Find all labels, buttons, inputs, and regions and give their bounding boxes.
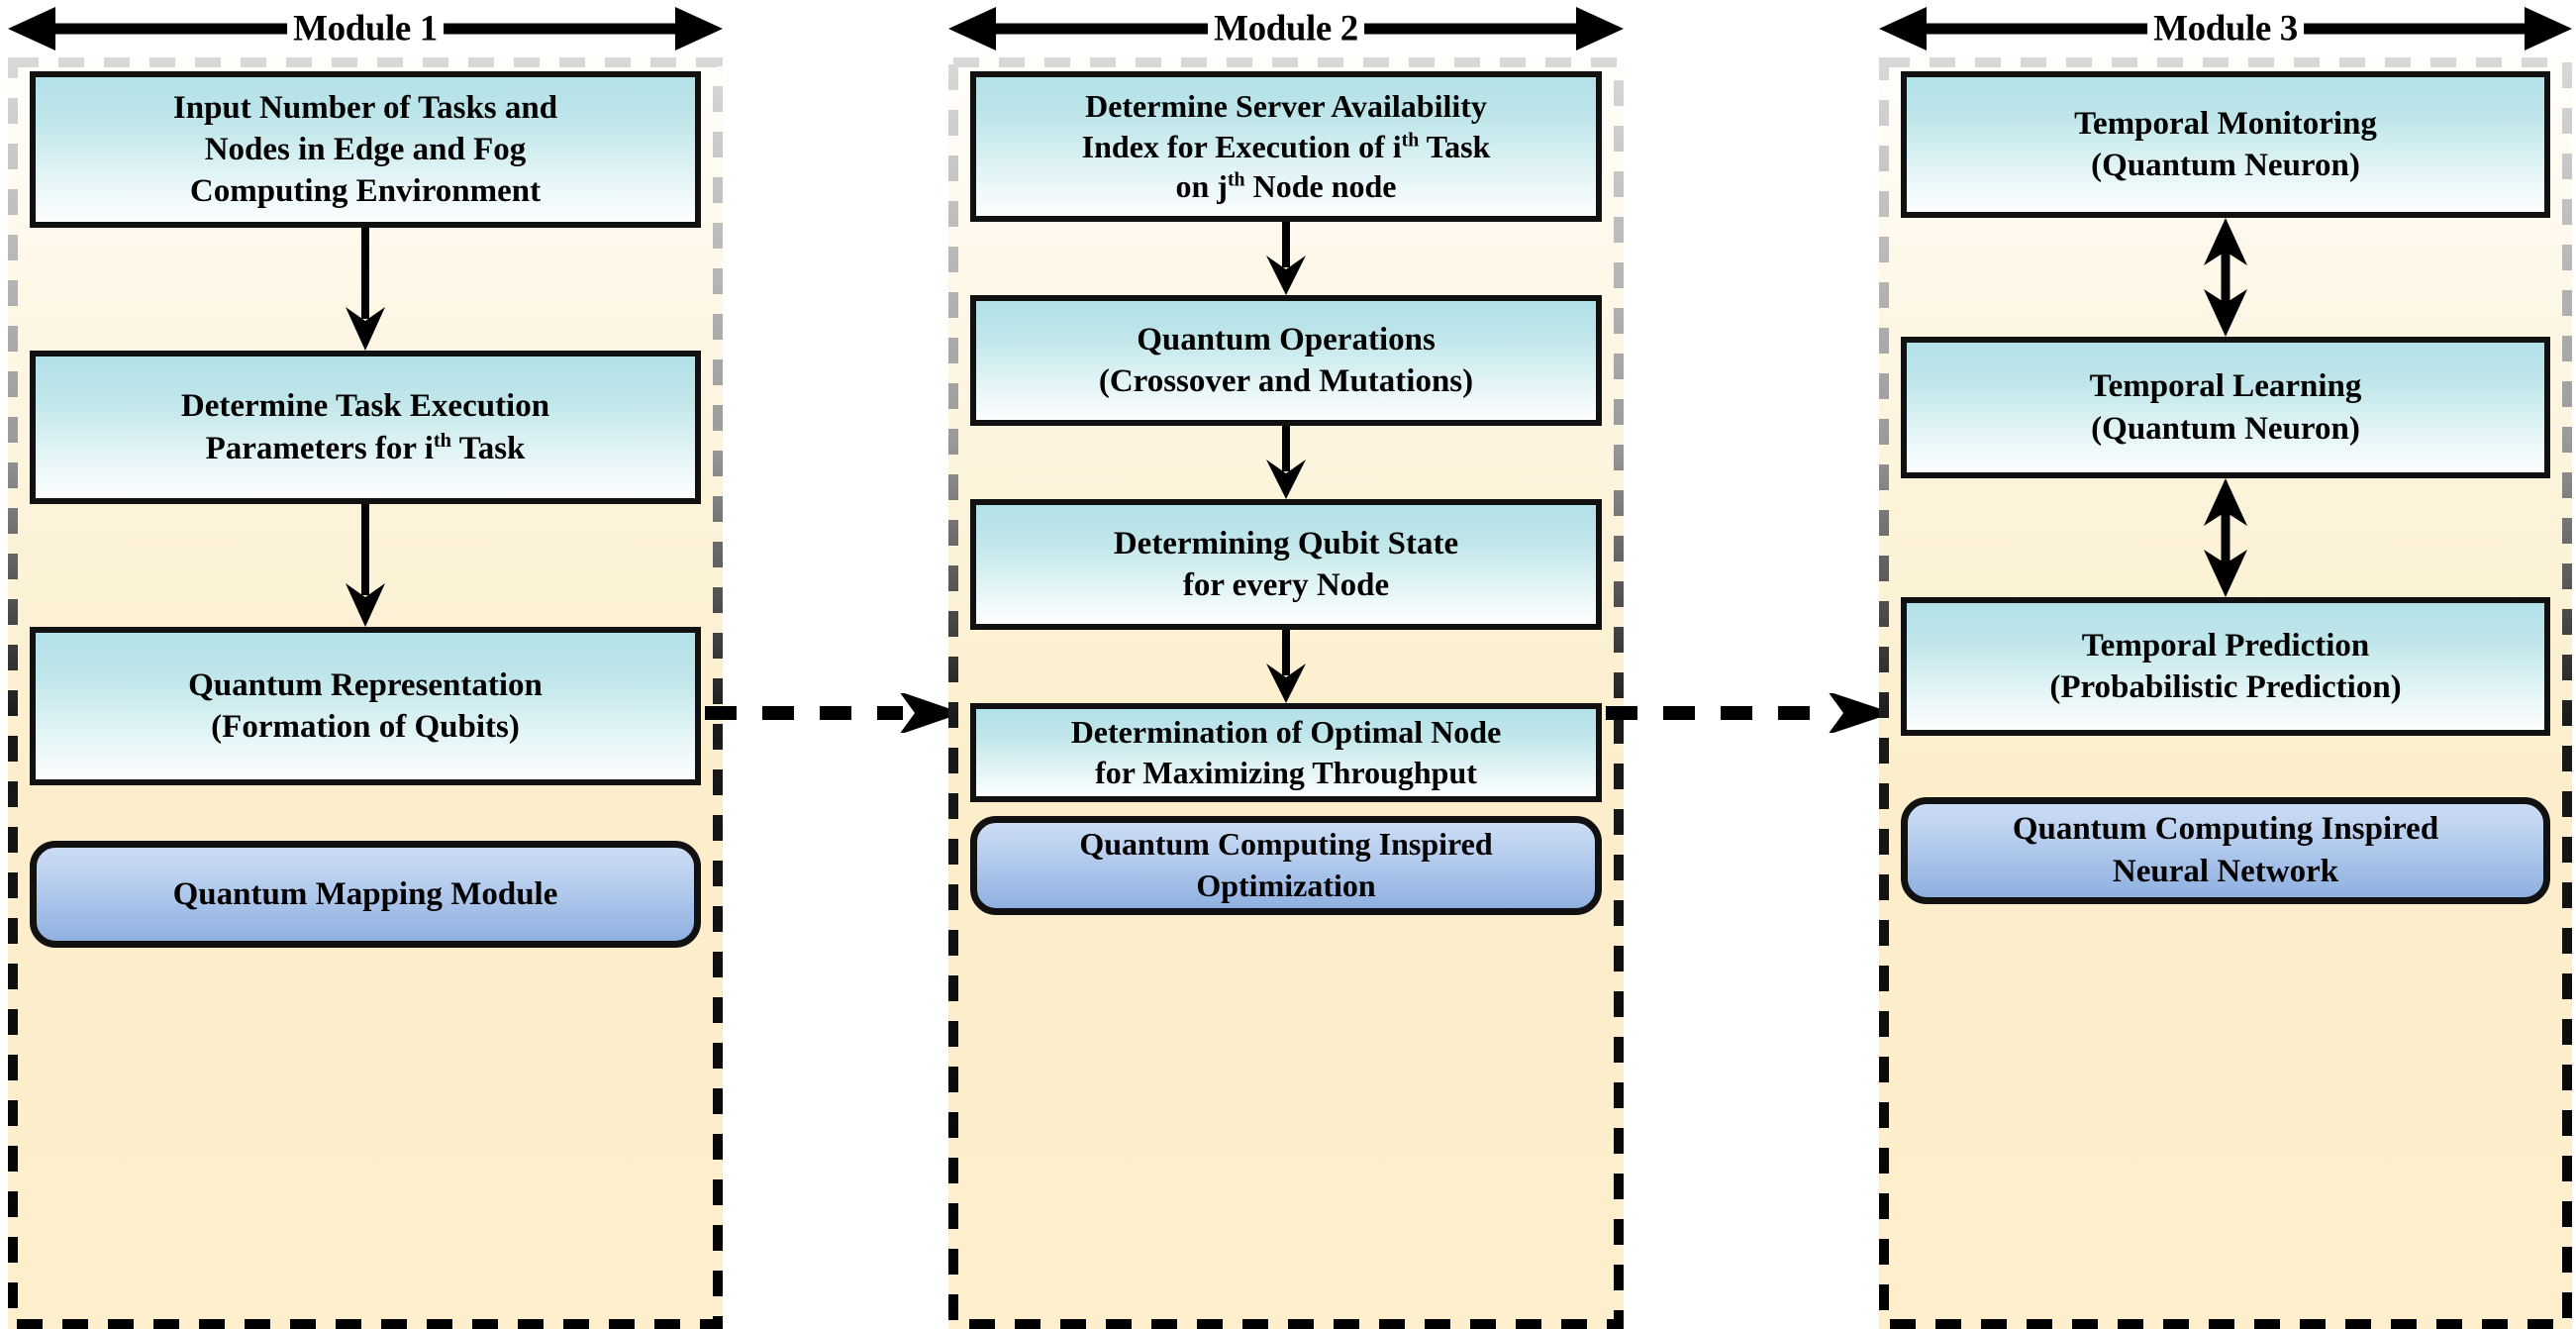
module-3-header: Module 3: [1879, 0, 2572, 57]
module-3-connector-1: [1901, 218, 2550, 337]
module-3-column: Module 3 Te: [1879, 0, 2572, 1329]
module-2-container: Determine Server Availability Index for …: [948, 57, 1624, 1329]
spacer: [1901, 736, 2550, 797]
down-arrow-icon: [1266, 426, 1306, 499]
step-line: Task: [1419, 128, 1491, 164]
module-3-container: Temporal Monitoring (Quantum Neuron) Tem…: [1879, 57, 2572, 1329]
spacer: [1901, 904, 2550, 1307]
module-1-connector-2: [30, 504, 701, 627]
module-2-header: Module 2: [948, 0, 1624, 57]
module-2-column: Module 2 De: [948, 0, 1624, 1329]
step-line: Node node: [1244, 168, 1397, 205]
module-1-step-2: Determine Task Execution Parameters for …: [30, 351, 701, 504]
step-line: (Probabilistic Prediction): [2049, 669, 2402, 705]
module-3-title: Module 3: [2147, 10, 2304, 48]
module-3-label-line: Quantum Computing Inspired: [2012, 811, 2439, 848]
module-2-step-2: Quantum Operations (Crossover and Mutati…: [970, 295, 1602, 426]
dashed-right-arrow-icon: [705, 693, 962, 733]
module-2-connector-1: [970, 222, 1602, 295]
module-2-label-line: Optimization: [1196, 868, 1376, 903]
step-line: for every Node: [1182, 567, 1390, 603]
step-line: Input Number of Tasks and: [172, 89, 558, 126]
step-line: Temporal Learning: [2089, 368, 2362, 405]
step-line: Temporal Prediction: [2081, 627, 2370, 664]
module-2-step-4: Determination of Optimal Node for Maximi…: [970, 703, 1602, 802]
module-1-header: Module 1: [8, 0, 723, 57]
module-2-connector-3: [970, 630, 1602, 703]
down-arrow-icon: [346, 228, 385, 351]
module-3-connector-2: [1901, 478, 2550, 597]
module-1-label-text: Quantum Mapping Module: [172, 875, 558, 912]
step-line: for Maximizing Throughput: [1095, 755, 1477, 790]
step-line: (Quantum Neuron): [2091, 148, 2360, 183]
step-line: Task: [451, 430, 526, 466]
step-line: Determining Qubit State: [1113, 525, 1459, 562]
down-arrow-icon: [346, 504, 385, 627]
module-2-label-box: Quantum Computing Inspired Optimization: [970, 816, 1602, 915]
module-1-connector-1: [30, 228, 701, 351]
step-line: Determine Task Execution: [180, 388, 550, 425]
module-1-step-1: Input Number of Tasks and Nodes in Edge …: [30, 71, 701, 228]
step-line: Determination of Optimal Node: [1070, 714, 1502, 751]
step-line: Nodes in Edge and Fog: [204, 131, 527, 167]
step-line: (Formation of Qubits): [211, 709, 520, 745]
double-vertical-arrow-icon: [2204, 218, 2247, 337]
spacer: [970, 915, 1602, 1307]
step-superscript: th: [1401, 128, 1420, 151]
step-line: Quantum Operations: [1137, 321, 1436, 358]
step-line: Temporal Monitoring: [2074, 105, 2377, 142]
spacer: [30, 948, 701, 1307]
module-1-title: Module 1: [287, 10, 444, 48]
down-arrow-icon: [1266, 630, 1306, 703]
module-3-step-2: Temporal Learning (Quantum Neuron): [1901, 337, 2550, 478]
module-3-step-1: Temporal Monitoring (Quantum Neuron): [1901, 71, 2550, 218]
step-line: Parameters for i: [205, 430, 434, 466]
module-2-label-line: Quantum Computing Inspired: [1079, 826, 1493, 863]
step-line: (Quantum Neuron): [2091, 410, 2360, 447]
module-3-label-line: Neural Network: [2112, 854, 2339, 889]
spacer: [970, 802, 1602, 816]
module-3-step-3: Temporal Prediction (Probabilistic Predi…: [1901, 597, 2550, 736]
module-2-step-3: Determining Qubit State for every Node: [970, 499, 1602, 630]
step-superscript: th: [1227, 168, 1245, 191]
dashed-right-arrow-icon: [1606, 693, 1893, 733]
module-1-step-3: Quantum Representation (Formation of Qub…: [30, 627, 701, 785]
down-arrow-icon: [1266, 222, 1306, 295]
step-superscript: th: [433, 429, 452, 452]
module-1-container: Input Number of Tasks and Nodes in Edge …: [8, 57, 723, 1329]
module-1-label-box: Quantum Mapping Module: [30, 841, 701, 948]
step-line: (Crossover and Mutations): [1098, 363, 1474, 399]
module-2-step-1: Determine Server Availability Index for …: [970, 71, 1602, 222]
module-1-column: Module 1 In: [8, 0, 723, 1329]
spacer: [30, 785, 701, 841]
step-line: Determine Server Availability: [1085, 87, 1487, 124]
step-line: Index for Execution of i: [1081, 128, 1402, 164]
inter-module-connector-2: [1606, 693, 1893, 733]
module-3-label-box: Quantum Computing Inspired Neural Networ…: [1901, 797, 2550, 904]
inter-module-connector-1: [705, 693, 962, 733]
module-2-connector-2: [970, 426, 1602, 499]
module-2-title: Module 2: [1208, 10, 1364, 48]
double-vertical-arrow-icon: [2204, 478, 2247, 597]
step-line: on j: [1175, 168, 1228, 205]
step-line: Computing Environment: [189, 173, 542, 210]
step-line: Quantum Representation: [188, 666, 543, 703]
